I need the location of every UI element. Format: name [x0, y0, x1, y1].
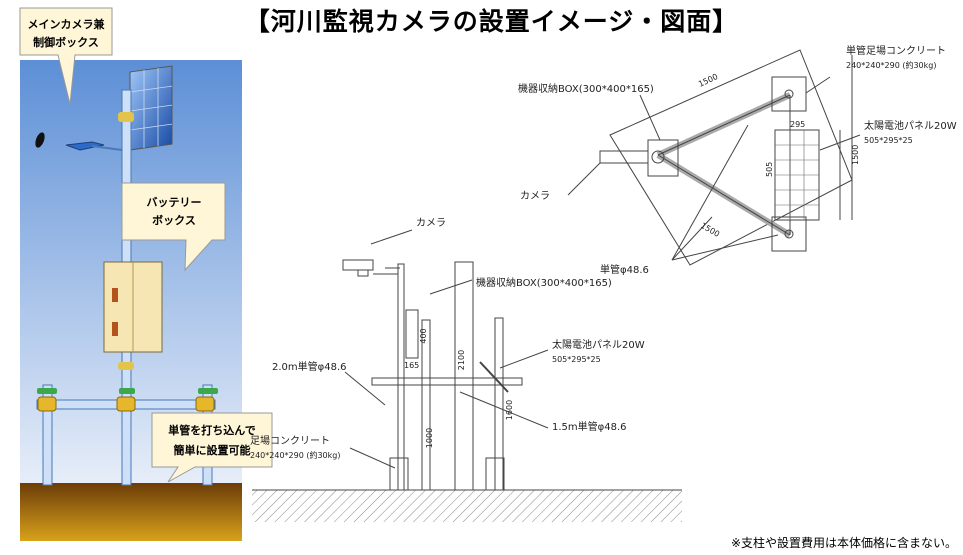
top-dim-295: 295: [790, 120, 805, 129]
footnote: ※支柱や設置費用は本体価格に含まない。: [730, 536, 957, 550]
installation-illustration: メインカメラ兼 制御ボックス バッテリー ボックス: [19, 7, 242, 541]
callout-battery-line1: バッテリー: [147, 196, 202, 209]
camera: [35, 132, 45, 148]
top-label-pipe: 単管φ48.6: [600, 263, 649, 276]
top-dim-1500-c: 1500: [699, 221, 721, 239]
callout-camera-line1: メインカメラ兼: [28, 17, 106, 31]
page-title: 【河川監視カメラの設置イメージ・図面】: [244, 7, 739, 36]
solar-panel: [129, 65, 173, 151]
top-dim-505: 505: [765, 162, 774, 177]
side-dim-2100: 2100: [457, 350, 466, 370]
top-label-camera: カメラ: [520, 190, 550, 202]
side-dim-1600: 1600: [505, 400, 514, 420]
top-label-box: 機器収納BOX(300*400*165): [518, 82, 654, 95]
top-label-panel-size: 505*295*25: [864, 136, 913, 145]
top-dim-1500-a: 1500: [697, 72, 719, 89]
side-label-box: 機器収納BOX(300*400*165): [476, 276, 612, 289]
top-view-drawing: 単管足場コンクリート 240*240*290 (約30kg) 機器収納BOX(3…: [518, 44, 957, 276]
callout-battery-line2: ボックス: [152, 213, 196, 227]
top-label-concrete-size: 240*240*290 (約30kg): [846, 60, 936, 70]
side-dim-165: 165: [404, 361, 419, 370]
side-label-camera: カメラ: [416, 217, 446, 229]
side-dim-1000: 1000: [425, 428, 434, 448]
callout-pipe-line1: 単管を打ち込んで: [168, 423, 255, 437]
side-label-pipe15: 1.5m単管φ48.6: [552, 420, 627, 433]
side-label-panel: 太陽電池パネル20W: [552, 338, 645, 351]
callout-pipe-line2: 簡単に設置可能: [174, 443, 251, 457]
ground: [20, 483, 242, 541]
side-label-pipe20: 2.0m単管φ48.6: [272, 360, 347, 373]
side-label-panel-size: 505*295*25: [552, 355, 601, 364]
pipe-callout: 単管を打ち込んで 簡単に設置可能: [151, 412, 273, 483]
side-label-concrete: 足場コンクリート: [250, 434, 330, 447]
top-dim-1500-b: 1500: [851, 145, 860, 165]
top-label-concrete: 単管足場コンクリート: [846, 44, 946, 57]
callout-camera-line2: 制御ボックス: [33, 35, 99, 49]
side-dim-400: 400: [419, 328, 428, 343]
side-view-drawing: カメラ 機器収納BOX(300*400*165) 2.0m単管φ48.6 太陽電…: [250, 217, 682, 522]
camera-box: [65, 141, 105, 151]
side-label-concrete-size: 240*240*290 (約30kg): [250, 450, 340, 460]
top-label-panel: 太陽電池パネル20W: [864, 119, 957, 132]
